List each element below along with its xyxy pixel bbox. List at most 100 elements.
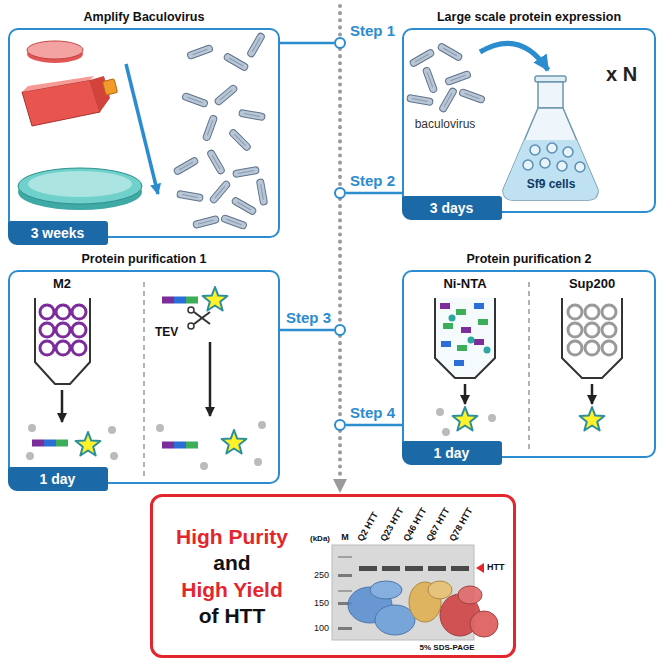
duration-tab: 1 day xyxy=(8,467,108,491)
flow-arrow xyxy=(209,342,212,416)
duration-tab: 3 weeks xyxy=(8,221,108,245)
duration-label: 3 weeks xyxy=(20,224,96,242)
eluted-protein xyxy=(453,407,478,431)
htt-structure xyxy=(428,581,452,599)
culture-flask xyxy=(102,79,117,96)
erlenmeyer-flask xyxy=(538,82,563,108)
culture-flask xyxy=(22,76,118,126)
sds-page-gel xyxy=(451,566,469,571)
step-label: Step 1 xyxy=(350,23,395,40)
ni-nta-column xyxy=(474,339,484,345)
tev-cleavage xyxy=(194,312,210,324)
step-marker: Step 4 xyxy=(334,419,346,431)
m2-column xyxy=(35,298,90,384)
panel-heading: Amplify Baculovirus xyxy=(10,9,278,25)
cleaved-protein xyxy=(222,430,247,454)
tev-cleavage xyxy=(203,287,228,311)
stage-panel: Protein purification 21 day xyxy=(402,270,656,458)
sup200-column xyxy=(568,341,582,355)
tev-cleavage xyxy=(188,307,194,313)
baculovirus-rods xyxy=(177,190,204,201)
baculovirus-rods xyxy=(422,67,437,94)
duration-label: 3 days xyxy=(414,199,490,217)
m2-column xyxy=(35,298,90,384)
step-marker: Step 3 xyxy=(334,324,346,336)
illustration-label: 100 xyxy=(314,624,329,633)
m2-column xyxy=(72,323,86,337)
timeline-connector xyxy=(338,431,342,493)
erlenmeyer-flask xyxy=(547,143,557,153)
baculovirus-rods xyxy=(173,32,268,230)
baculovirus-rods xyxy=(407,94,434,105)
erlenmeyer-flask xyxy=(575,162,585,172)
m2-column xyxy=(56,323,70,337)
sds-page-gel xyxy=(359,566,377,571)
baculovirus-rods xyxy=(231,196,257,215)
step-connector xyxy=(280,329,334,332)
illustration-label: 150 xyxy=(314,599,329,608)
sup200-column xyxy=(568,323,582,337)
panel-heading: Protein purification 1 xyxy=(10,251,278,267)
ni-nta-column xyxy=(456,309,466,315)
ni-nta-column xyxy=(449,315,456,322)
tagged-protein xyxy=(26,452,34,460)
result-text: High Yield xyxy=(159,577,305,603)
m2-column xyxy=(56,341,70,355)
baculovirus-rods xyxy=(223,52,249,71)
erlenmeyer-flask xyxy=(530,145,540,155)
step-label: Step 4 xyxy=(350,405,395,422)
illustration-label: M2 xyxy=(53,277,71,290)
htt-structure xyxy=(348,581,498,637)
baculovirus-rods xyxy=(202,115,217,142)
step-connector xyxy=(280,42,334,45)
timeline-connector xyxy=(338,199,342,323)
tev-cleavage xyxy=(194,312,210,324)
flow-arrow xyxy=(591,384,594,404)
duration-label: 1 day xyxy=(414,444,490,462)
sup200-column xyxy=(562,298,622,378)
eluted-protein xyxy=(436,408,444,416)
step-marker: Step 1 xyxy=(334,37,346,49)
sup200-column xyxy=(602,341,616,355)
m2-column xyxy=(40,341,54,355)
baculovirus-rods xyxy=(221,214,248,229)
baculovirus-rods xyxy=(437,42,463,61)
ni-nta-column xyxy=(468,337,475,344)
tev-cleavage xyxy=(188,323,194,329)
duration-tab: 1 day xyxy=(402,441,502,465)
amplify-arrow xyxy=(126,64,158,194)
timeline-connector xyxy=(338,49,342,186)
divider xyxy=(528,282,530,450)
duration-label: 1 day xyxy=(20,470,96,488)
erlenmeyer-flask xyxy=(557,161,567,171)
baculovirus-rods xyxy=(239,109,266,120)
tev-cleavage xyxy=(162,287,227,329)
baculovirus-rods xyxy=(233,166,260,177)
step-label: Step 3 xyxy=(286,310,331,327)
sds-page-gel xyxy=(332,545,484,640)
sup200-column xyxy=(562,298,622,378)
ni-nta-column xyxy=(474,303,484,309)
illustration-label: 5% SDS-PAGE xyxy=(420,644,475,652)
illustration-label: baculovirus xyxy=(415,118,476,130)
sds-page-gel xyxy=(338,556,352,558)
small-petri-dish xyxy=(27,41,83,63)
htt-structure xyxy=(458,586,482,604)
panel-heading: Protein purification 2 xyxy=(404,251,654,267)
infect-arrow xyxy=(480,43,548,70)
baculovirus-rods xyxy=(459,88,486,103)
m2-column xyxy=(56,305,70,319)
cleaved-protein xyxy=(254,458,262,466)
erlenmeyer-flask xyxy=(523,160,533,170)
result-text: High Purity xyxy=(159,524,305,550)
illustration-label: (kDa) xyxy=(310,535,330,543)
m2-column xyxy=(72,341,86,355)
ni-nta-column xyxy=(478,319,488,325)
step-label: Step 2 xyxy=(350,173,395,190)
result-text: of HTT xyxy=(159,603,305,629)
tagged-protein xyxy=(32,440,68,447)
result-text: and xyxy=(159,550,305,576)
eluted-protein xyxy=(488,414,496,422)
